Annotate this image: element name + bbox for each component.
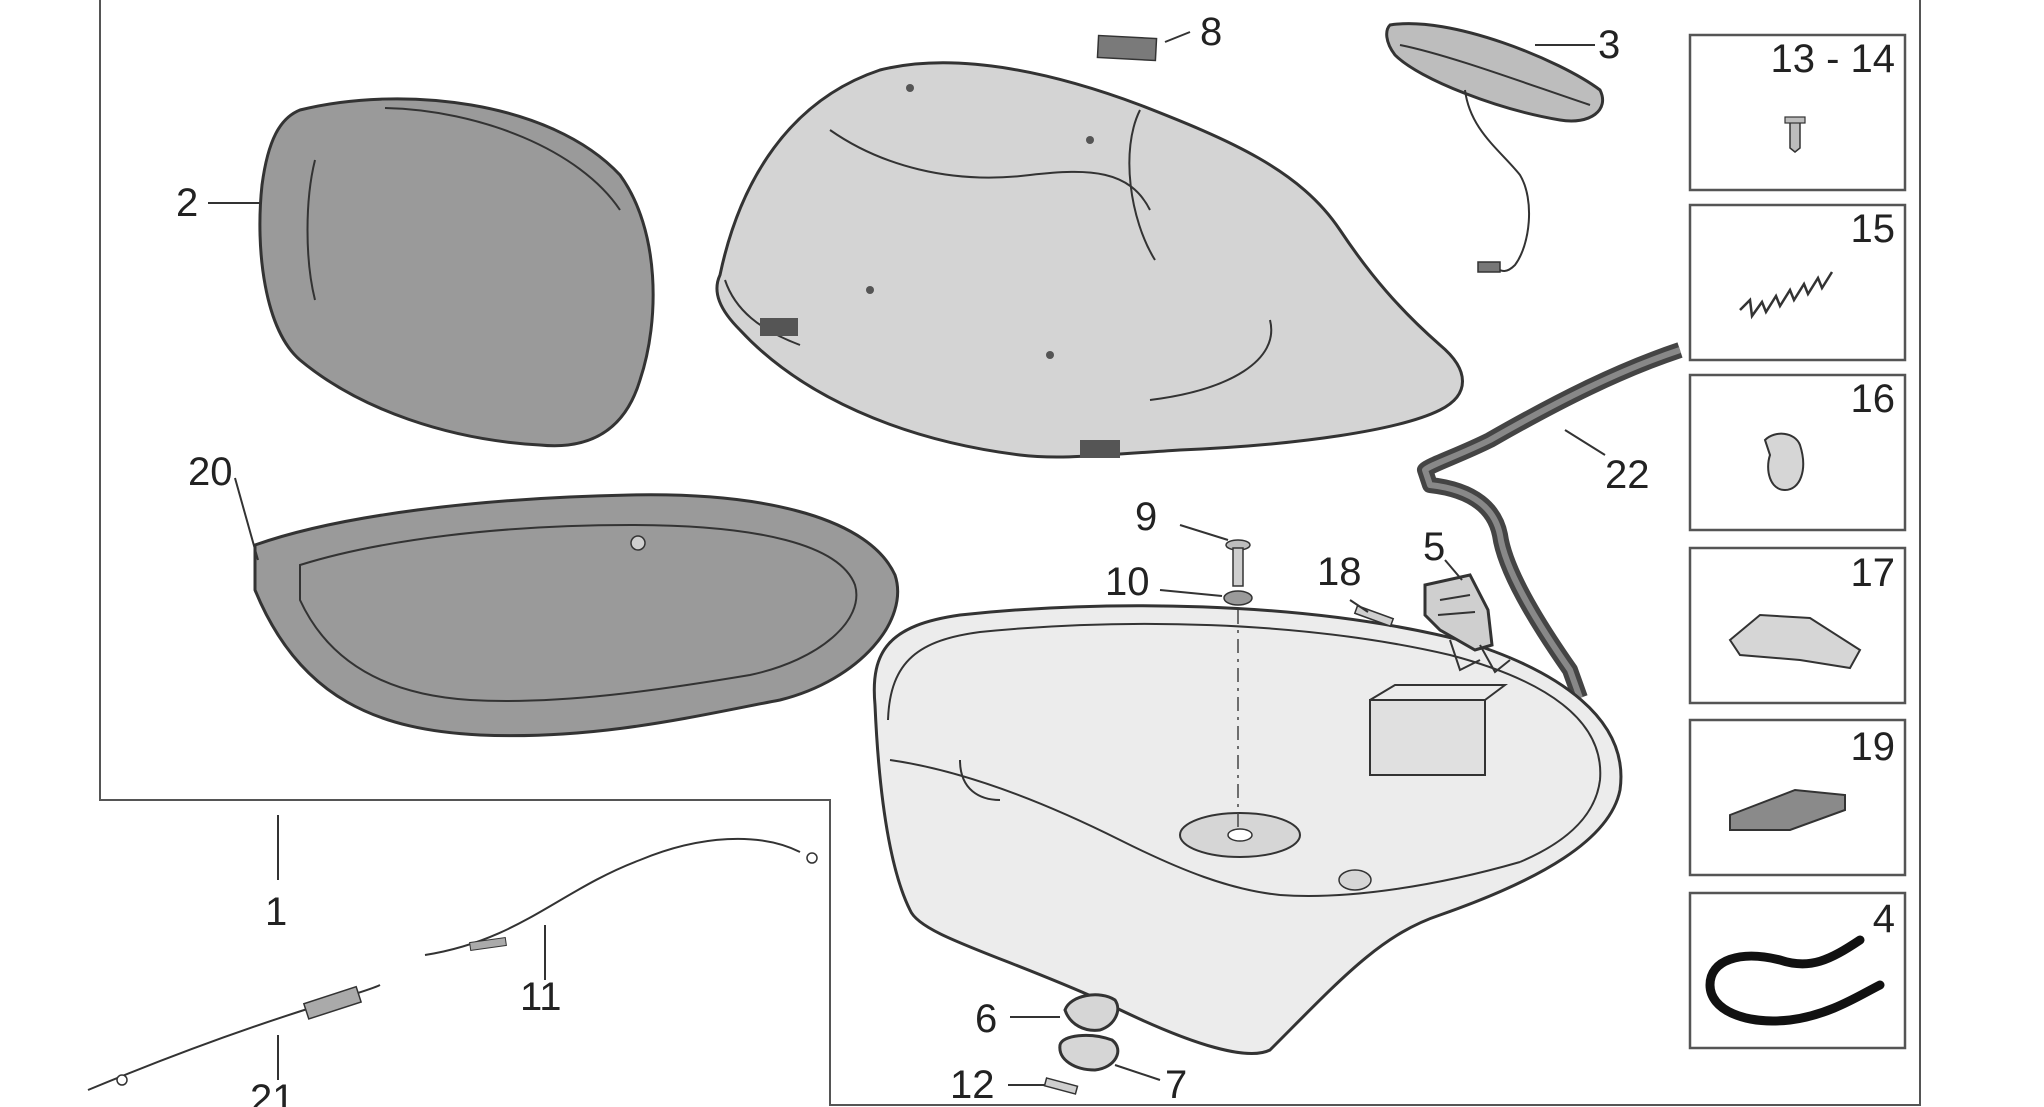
callout-12: 12 [950, 1063, 995, 1107]
callout-20: 20 [188, 450, 233, 494]
part-cable-11 [424, 837, 818, 956]
detail-box-15 [1688, 203, 1907, 362]
callout-21: 21 [250, 1077, 295, 1107]
callout-5: 5 [1423, 525, 1445, 569]
part-backrest-pad [258, 97, 655, 448]
callout-15: 15 [1851, 207, 1896, 251]
part-screw [1225, 539, 1251, 587]
leader-7 [1114, 1064, 1161, 1081]
callout-16: 16 [1851, 377, 1896, 421]
leader-22 [1564, 429, 1606, 456]
part-label-plate [1096, 34, 1158, 62]
assembly-frame [99, 0, 1921, 1106]
callout-11: 11 [520, 975, 562, 1019]
callout-4: 4 [1873, 897, 1895, 941]
part-latch-bracket [1423, 573, 1511, 674]
leader-8 [1164, 31, 1191, 43]
callout-18: 18 [1317, 550, 1362, 594]
detail-box-13-14 [1688, 33, 1907, 192]
part-pin-12 [1043, 1077, 1079, 1095]
part-top-lid [715, 61, 1464, 459]
callout-2: 2 [176, 181, 198, 225]
callout-10: 10 [1105, 560, 1150, 604]
callout-17: 17 [1851, 551, 1896, 595]
part-cable-21 [87, 984, 381, 1091]
leader-10 [1159, 589, 1223, 597]
part-base-mat [253, 493, 900, 738]
part-clip-6 [1063, 993, 1120, 1032]
detail-box-4 [1688, 891, 1907, 1050]
callout-9: 9 [1135, 495, 1157, 539]
part-washer [1223, 590, 1253, 606]
part-clip-7 [1058, 1033, 1120, 1072]
part-stop-light [1385, 22, 1604, 273]
callout-13-14: 13 - 14 [1770, 37, 1895, 81]
callout-22: 22 [1605, 453, 1650, 497]
detail-box-19 [1688, 718, 1907, 877]
callout-19: 19 [1851, 725, 1896, 769]
part-pin [1353, 604, 1395, 628]
part-seal-strip [1417, 342, 1683, 701]
callout-7: 7 [1165, 1063, 1187, 1107]
callout-1: 1 [265, 890, 287, 934]
callout-8: 8 [1200, 10, 1222, 54]
leader-5 [1444, 559, 1463, 581]
callout-3: 3 [1598, 23, 1620, 67]
leader-20 [234, 477, 259, 561]
leader-9 [1179, 524, 1229, 541]
detail-box-16 [1688, 373, 1907, 532]
part-base-tray [872, 604, 1623, 1055]
leader-18 [1349, 599, 1369, 613]
callout-6: 6 [975, 997, 997, 1041]
detail-box-17 [1688, 546, 1907, 705]
